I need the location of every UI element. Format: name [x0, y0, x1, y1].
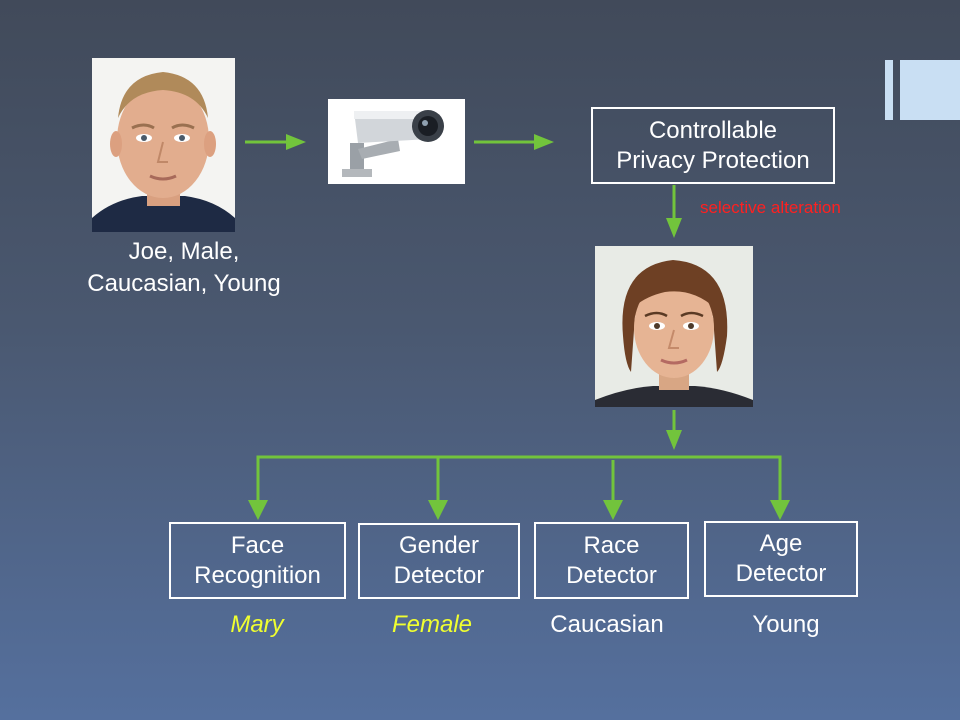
detector-line-1: Gender [398, 532, 480, 559]
detector-line-2: Detector [566, 561, 657, 589]
race-detector-box: Race Detector [534, 522, 689, 599]
source-face-photo [92, 58, 235, 232]
detector-line-2: Recognition [194, 561, 321, 589]
source-person-caption: Joe, Male, Caucasian, Young [62, 236, 306, 300]
privacy-line-2: Privacy Protection [616, 146, 810, 174]
camera-image [328, 99, 465, 184]
face-recognition-output: Mary [230, 611, 284, 638]
arrowhead-age [770, 500, 790, 520]
gender-detector-box: Gender Detector [358, 523, 520, 599]
privacy-protection-box: Controllable Privacy Protection [591, 107, 835, 184]
corner-bar-narrow [885, 60, 893, 120]
security-camera-icon [342, 110, 444, 177]
age-detector-output: Young [752, 611, 820, 638]
caption-line-1: Joe, Male, [128, 238, 240, 265]
detector-line-1: Face [230, 531, 285, 559]
gender-detector-output: Female [391, 611, 473, 638]
corner-bar-square [900, 60, 960, 120]
detector-line-1: Age [759, 530, 803, 557]
altered-face-photo [595, 246, 753, 407]
arrowhead-race [603, 500, 623, 520]
face-recognition-box: Face Recognition [169, 522, 346, 599]
arrowhead-face [248, 500, 268, 520]
privacy-line-1: Controllable [648, 116, 778, 144]
distribution-bar [256, 455, 782, 506]
detector-line-2: Detector [735, 560, 827, 587]
age-detector-box: Age Detector [704, 521, 858, 597]
selective-alteration-label: selective alteration [700, 198, 841, 217]
detector-line-1: Race [583, 531, 640, 559]
caption-line-2: Caucasian, Young [87, 270, 281, 297]
race-detector-output: Caucasian [550, 611, 664, 638]
detector-line-2: Detector [393, 562, 485, 589]
arrowhead-gender [428, 500, 448, 520]
